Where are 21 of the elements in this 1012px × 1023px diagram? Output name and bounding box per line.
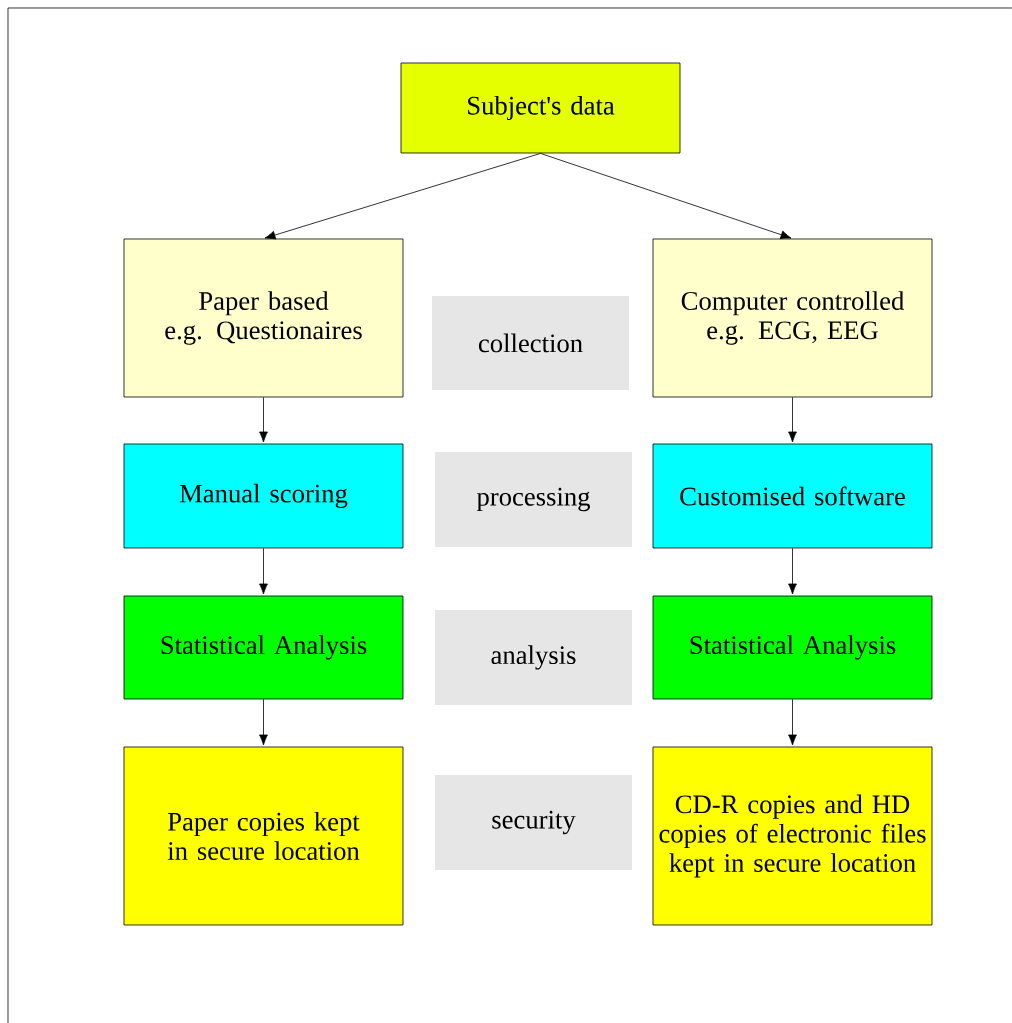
process-box: Computer controlled e.g. ECG, EEG [652,238,933,398]
process-box: Paper copies kept in secure location [123,746,404,926]
process-box: CD-R copies and HD copies of electronic files kept in secure location [652,746,933,926]
stage-label-box: processing [435,452,632,547]
process-box: Manual scoring [123,443,404,549]
stage-label-box: analysis [435,610,632,705]
arrow [259,699,268,746]
process-box: Customised software [652,443,933,549]
arrow [788,548,797,595]
stage-label-box: collection [432,296,629,390]
arrow [259,548,268,595]
process-box: Statistical Analysis [652,595,933,700]
stage-label-box: security [435,775,632,870]
process-box: Paper based e.g. Questionaires [123,238,404,398]
arrow [259,397,268,443]
arrow [788,397,797,443]
arrow [788,699,797,746]
process-box: Statistical Analysis [123,595,404,700]
arrow [264,153,541,240]
arrow [540,153,792,240]
process-box: Subject's data [400,62,681,154]
